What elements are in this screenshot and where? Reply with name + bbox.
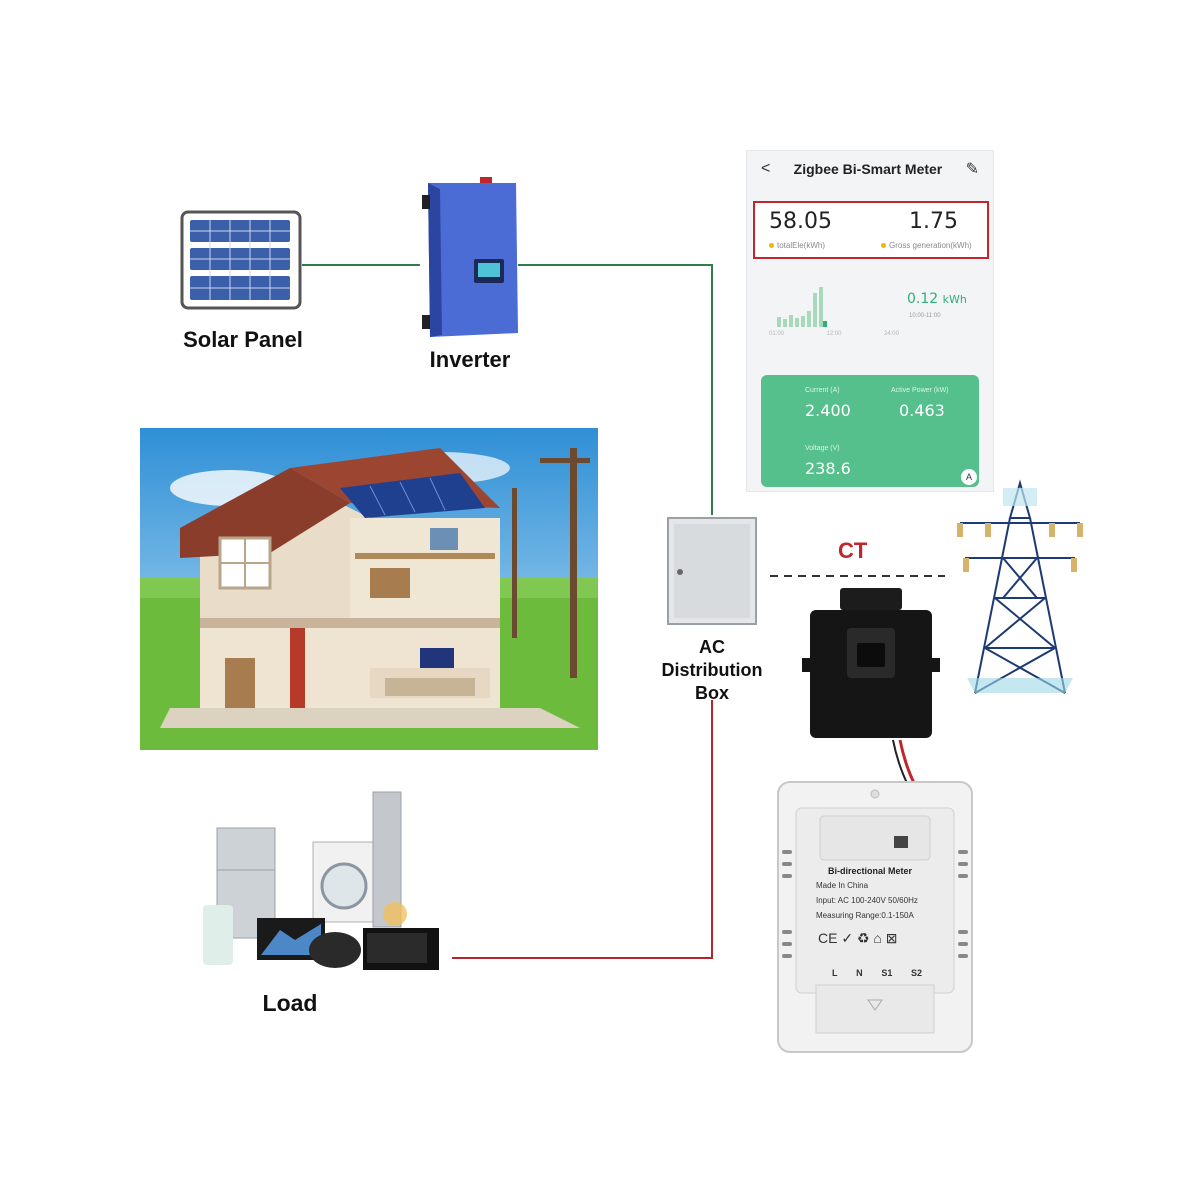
inverter-icon [420, 175, 520, 340]
smart-meter-app-screen: < Zigbee Bi-Smart Meter ✎ 58.05 totalEle… [746, 150, 994, 492]
gross-generation-dot-icon [881, 243, 886, 249]
inverter-label: Inverter [429, 347, 511, 372]
meter-cert-marks: CE ✓ ♻ ⌂ ⊠ [818, 930, 898, 946]
active-power-label: Active Power (kW) [891, 387, 949, 394]
meter-title: Bi-directional Meter [828, 866, 913, 876]
meter-range-spec: Measuring Range:0.1-150A [816, 911, 914, 920]
chart-tick-1: 12:00 [826, 331, 842, 337]
voltage-value: 238.6 [805, 459, 851, 478]
current-transformer-icon [802, 588, 942, 738]
meter-input-spec: Input: AC 100-240V 50/60Hz [816, 896, 918, 905]
ac-distribution-box-icon [666, 516, 760, 626]
active-power-value: 0.463 [899, 401, 945, 420]
hourly-usage: 0.12 kWh [907, 291, 967, 307]
live-readings-panel: Current (A) 2.400 Active Power (kW) 0.46… [761, 375, 979, 487]
gross-generation-label: Gross generation(kWh) [881, 241, 972, 250]
total-energy-value: 58.05 [769, 209, 832, 234]
hourly-usage-unit: kWh [942, 293, 967, 306]
energy-summary-card: 58.05 totalEle(kWh) 1.75 Gross generatio… [753, 201, 989, 259]
ac-box-label-line2: Distribution [661, 660, 763, 680]
inverter-to-box-wire [518, 264, 713, 515]
total-energy-dot-icon [769, 243, 774, 249]
ct-lead-wire [898, 739, 917, 786]
corner-badge[interactable]: A [961, 469, 977, 485]
chart-tick-0: 01:00 [769, 331, 785, 337]
edit-icon[interactable]: ✎ [965, 161, 979, 178]
gross-generation-value: 1.75 [909, 209, 958, 234]
load-appliances-icon [195, 790, 455, 975]
hourly-usage-value: 0.12 [907, 291, 939, 307]
power-tower-icon [955, 478, 1085, 698]
chart-tick-2: 24:00 [883, 331, 899, 337]
app-header: < Zigbee Bi-Smart Meter ✎ [747, 151, 993, 187]
app-title: Zigbee Bi-Smart Meter [793, 161, 943, 177]
solar-panel-label: Solar Panel [183, 327, 303, 352]
hourly-usage-time: 10:00-11:00 [909, 313, 941, 319]
load-label: Load [262, 990, 318, 1016]
back-icon[interactable]: < [761, 160, 771, 177]
terminal-s1: S1 [881, 968, 893, 978]
ct-label: CT [838, 538, 868, 563]
ac-box-label-line1: AC [699, 637, 725, 657]
terminal-l: L [832, 968, 838, 978]
meter-origin: Made In China [816, 881, 869, 890]
ac-box-label-line3: Box [694, 683, 729, 703]
house-illustration [140, 428, 598, 750]
ac-distribution-box-label: AC Distribution Box [648, 636, 776, 705]
terminal-s2: S2 [910, 968, 922, 978]
chart-time-axis: 01:00 12:00 24:00 [769, 331, 899, 337]
total-energy-label: totalEle(kWh) [769, 241, 825, 250]
voltage-label: Voltage (V) [805, 445, 840, 452]
box-to-load-wire [452, 700, 713, 959]
terminal-n: N [856, 968, 863, 978]
current-value: 2.400 [805, 401, 851, 420]
bi-directional-meter-device: Bi-directional Meter Made In China Input… [776, 780, 974, 1055]
meter-terminals: L N S1 S2 [832, 968, 922, 978]
usage-bar-chart [777, 287, 827, 327]
current-label: Current (A) [805, 387, 840, 394]
solar-panel-icon [180, 210, 302, 310]
